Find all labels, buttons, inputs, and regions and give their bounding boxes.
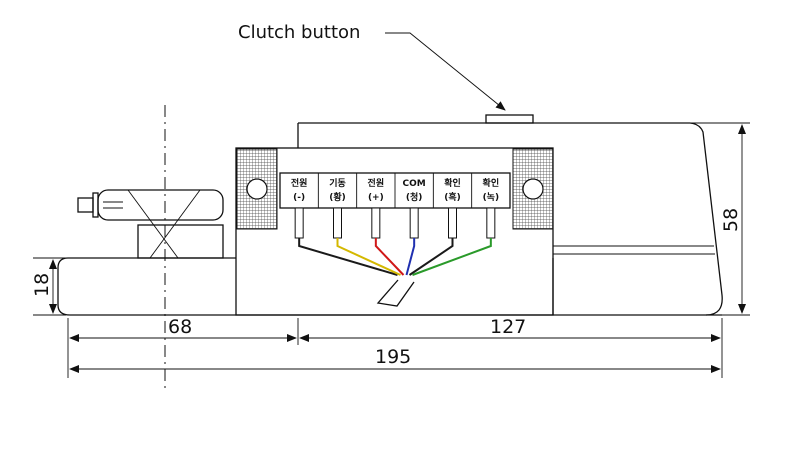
dim-left-height: 18 bbox=[31, 273, 53, 297]
clutch-button bbox=[485, 114, 534, 124]
terminal-sublabel: (황) bbox=[329, 191, 346, 203]
terminal-wire bbox=[374, 238, 405, 276]
terminal-pin bbox=[371, 207, 381, 239]
terminal-wire bbox=[298, 238, 398, 276]
terminal-label: 전원 bbox=[368, 177, 385, 189]
actuator-cross-line bbox=[127, 189, 179, 259]
clutch-button-label: Clutch button bbox=[238, 22, 360, 43]
base-plate bbox=[57, 257, 722, 316]
terminal-sublabel: (청) bbox=[406, 191, 423, 203]
terminal-wire bbox=[405, 238, 416, 276]
terminal-wire bbox=[412, 238, 492, 276]
terminal-wire bbox=[336, 238, 401, 276]
actuator-cross-line-2 bbox=[149, 189, 201, 259]
cable-bundle bbox=[376, 279, 415, 307]
terminal-pin bbox=[409, 207, 419, 239]
terminal-label: 확인 bbox=[444, 177, 461, 189]
dim-left-width: 68 bbox=[168, 316, 192, 338]
terminal-sublabel: (-) bbox=[293, 193, 305, 203]
terminal-label: COM bbox=[403, 179, 426, 189]
terminal-sublabel: (+) bbox=[368, 193, 384, 203]
terminal-label: 전원 bbox=[291, 177, 308, 189]
terminal-sublabel: (흑) bbox=[444, 191, 461, 203]
terminal-box bbox=[235, 147, 554, 316]
dim-right-width: 127 bbox=[490, 316, 526, 338]
terminal-group: 전원 (-) 기동 (황) 전원 (+) COM (청) 확인 (흑) 확인 (녹) bbox=[291, 173, 500, 276]
dim-total-width: 195 bbox=[375, 346, 411, 368]
terminal-pin bbox=[333, 207, 342, 239]
upper-housing bbox=[298, 122, 723, 316]
clutch-button-leader bbox=[385, 32, 506, 111]
dim-right-height: 58 bbox=[720, 208, 742, 232]
terminal-pin bbox=[448, 207, 457, 239]
left-mount-hole bbox=[246, 178, 268, 200]
terminal-pin bbox=[486, 207, 496, 239]
rod-tip bbox=[77, 197, 94, 213]
actuator-block bbox=[137, 224, 224, 259]
terminal-sublabel: (녹) bbox=[483, 192, 500, 203]
actuator-rod bbox=[97, 189, 224, 221]
terminal-pin bbox=[294, 207, 304, 239]
terminal-wire bbox=[408, 238, 454, 276]
rod-end-cap bbox=[92, 192, 99, 218]
right-mount-hole bbox=[522, 178, 544, 200]
terminal-label: 확인 bbox=[483, 177, 500, 189]
terminal-label: 기동 bbox=[329, 177, 346, 189]
